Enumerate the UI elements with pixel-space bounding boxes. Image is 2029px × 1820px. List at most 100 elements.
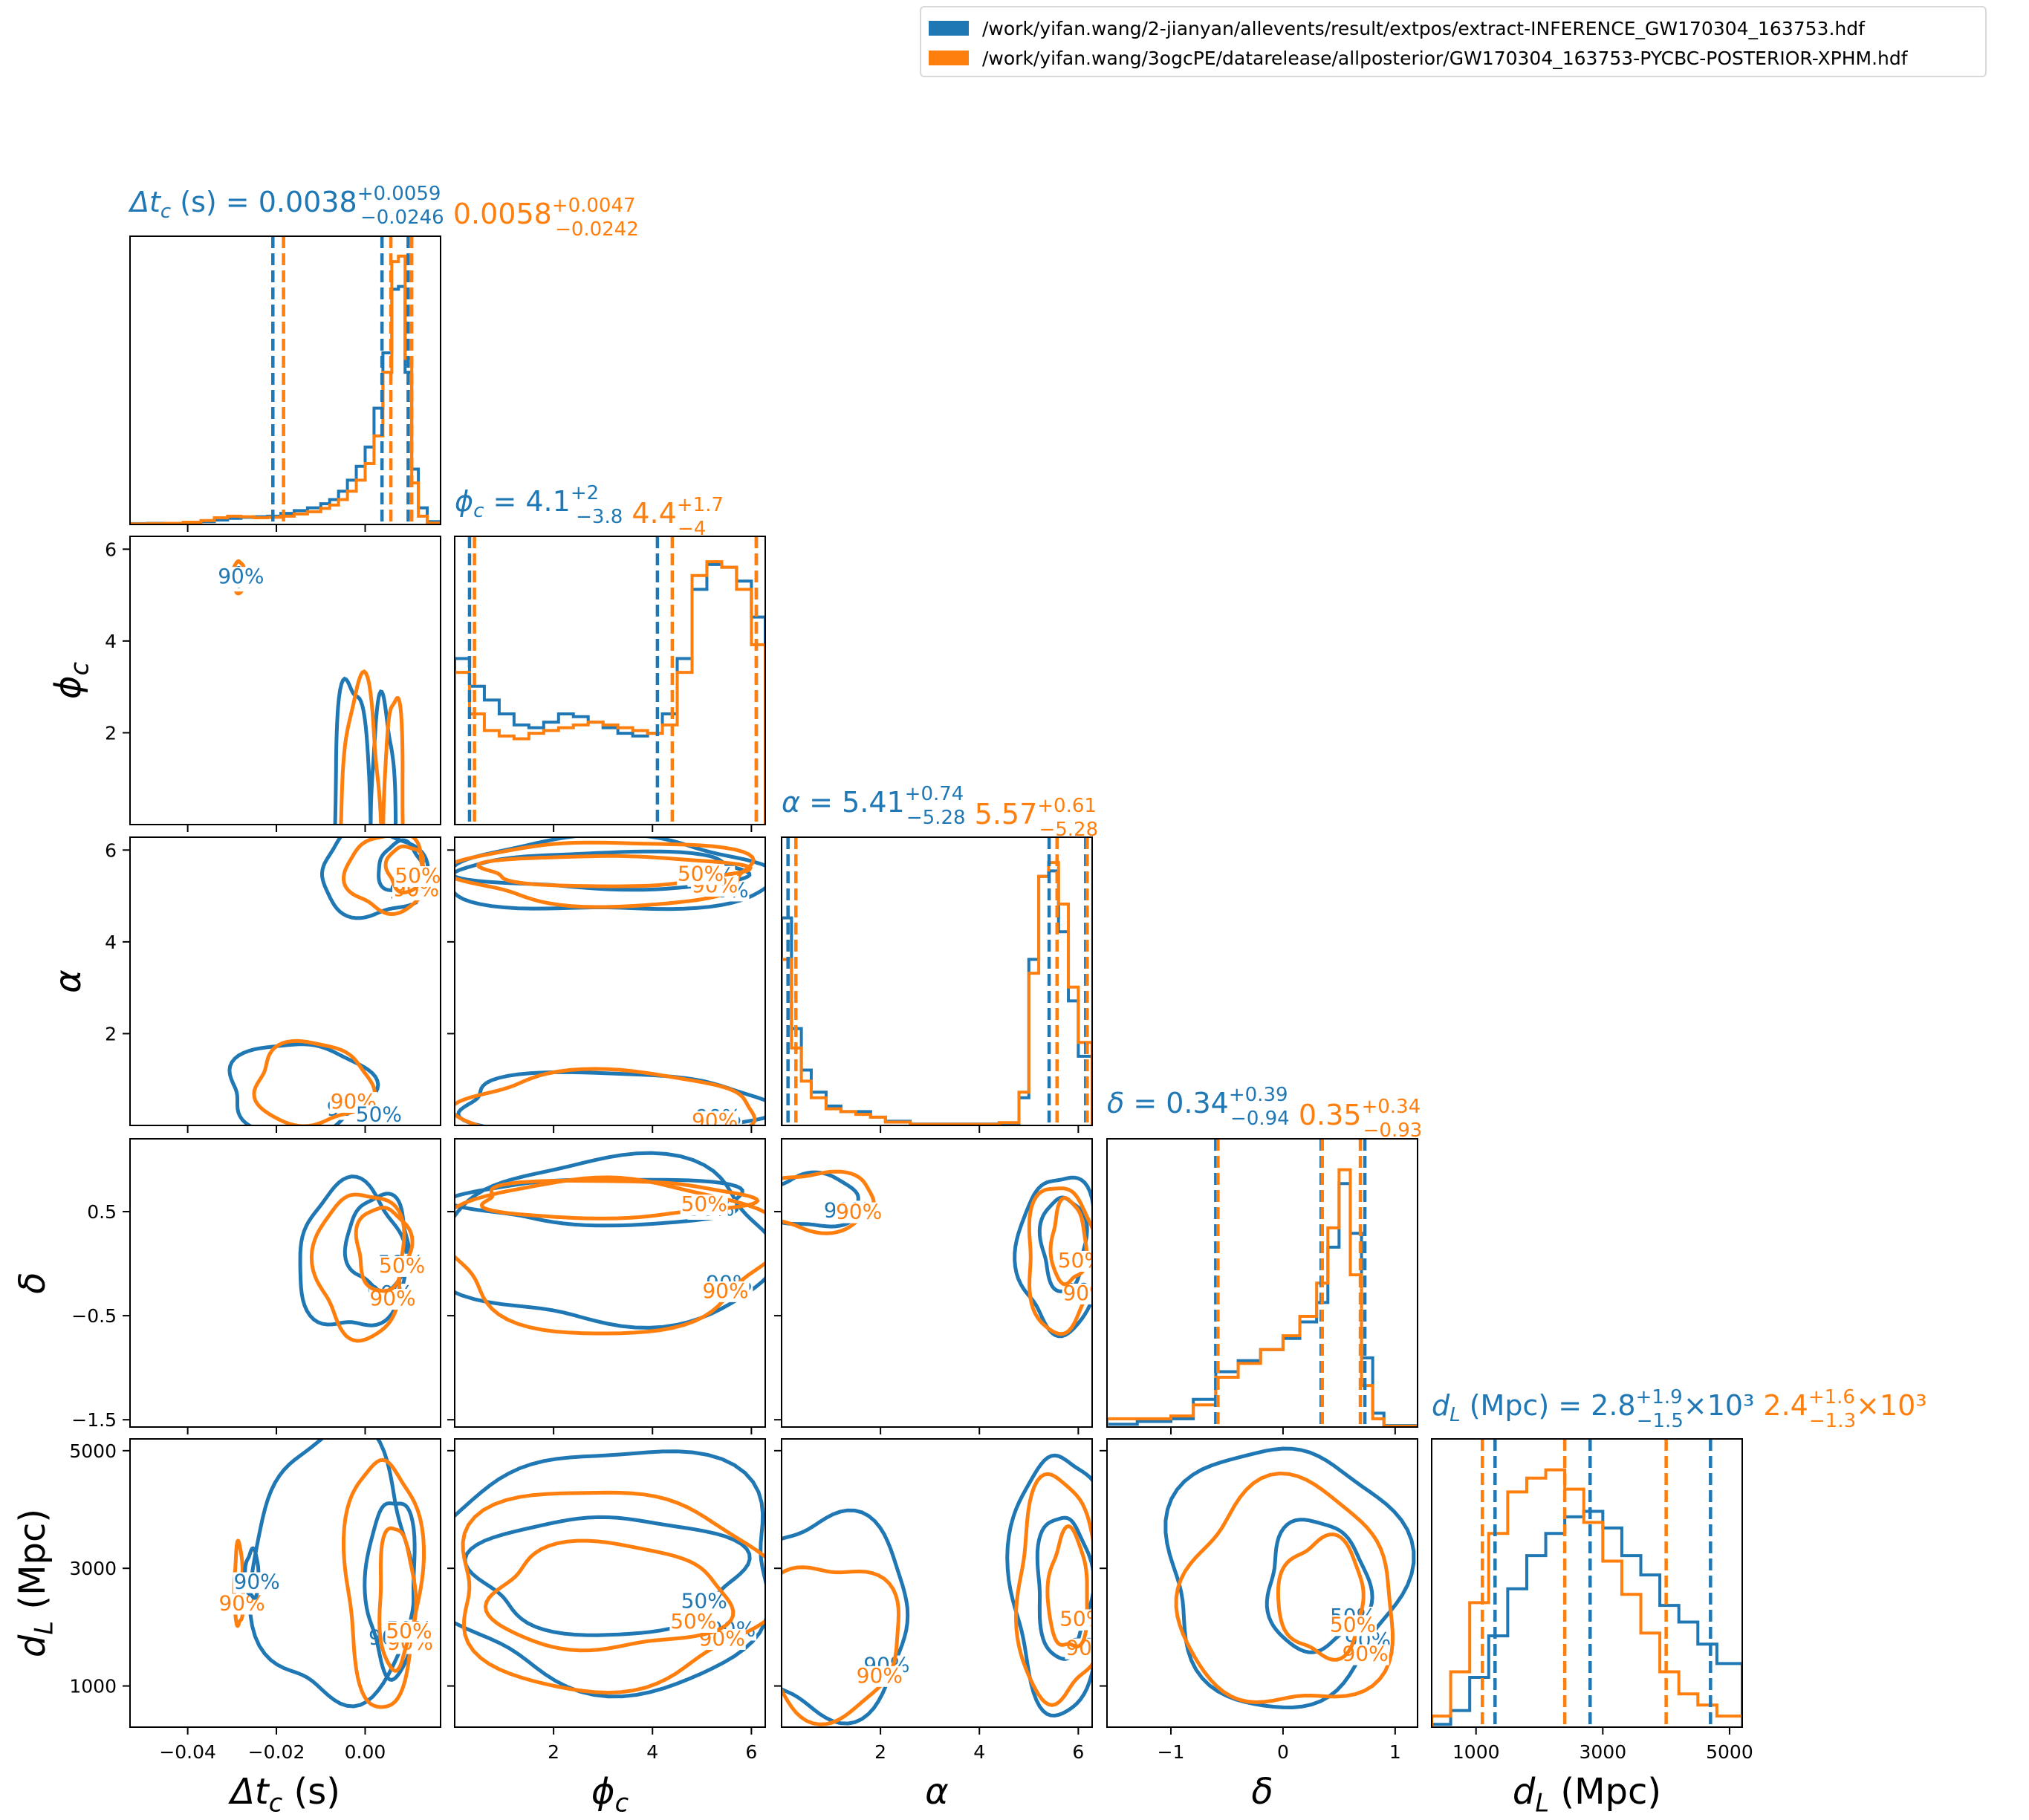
y-tick-label: 2 <box>105 722 117 744</box>
panel-2-2 <box>781 836 1093 1133</box>
y-axis-label-1: ϕc <box>48 662 94 699</box>
panel-4-3: 90%50%90%50%−101 <box>1100 1438 1418 1763</box>
contour-label-bg <box>680 1195 728 1216</box>
y-tick-label: 4 <box>105 932 117 953</box>
contour-label-bg <box>855 1665 903 1687</box>
panel-0-0 <box>129 235 441 532</box>
contour-50% <box>1048 1196 1089 1287</box>
x-axis-label-1: ϕc <box>591 1771 629 1818</box>
contour-label: 50% <box>395 863 441 888</box>
contour-label: 90% <box>1065 1636 1111 1660</box>
legend-entry-2: /work/yifan.wang/3ogcPE/datarelease/allp… <box>929 43 1908 73</box>
summary-title-2: α = 5.41+0.74−5.28 5.57+0.61−5.28 <box>782 783 1098 841</box>
histogram-series-2 <box>130 254 441 524</box>
legend-swatch-2 <box>929 51 969 65</box>
histogram-series-2 <box>1107 1168 1418 1427</box>
x-tick-label: 2 <box>548 1741 559 1763</box>
contour-label-bg <box>669 1611 718 1633</box>
panel-3-3 <box>1106 1138 1418 1434</box>
histogram-series-2 <box>455 560 765 825</box>
panel-frame <box>781 836 1093 1126</box>
contour-50% <box>455 1177 744 1228</box>
legend-entry-1: /work/yifan.wang/2-jianyan/allevents/res… <box>929 13 1865 43</box>
legend-swatch-1 <box>929 21 969 36</box>
svg-text:ϕc: ϕc <box>591 1771 629 1818</box>
contour-label-bg <box>835 1202 883 1223</box>
summary-title-1: ϕc = 4.1+2−3.8 4.4+1.7−4 <box>455 482 724 540</box>
x-tick-label: 3000 <box>1580 1741 1627 1763</box>
contour-label: 50% <box>386 1619 432 1643</box>
contour-label: 90% <box>702 1278 748 1303</box>
contour-label: 90% <box>692 1108 738 1133</box>
x-tick-label: 0.00 <box>345 1741 386 1763</box>
svg-text:δ: δ <box>12 1272 53 1293</box>
contour-label-bg <box>1065 1638 1092 1660</box>
x-tick-label: −0.04 <box>159 1741 216 1763</box>
contour-90% <box>227 1042 380 1125</box>
x-axis-label-4: dL (Mpc) <box>1513 1771 1661 1818</box>
contour-label: 50% <box>1059 1606 1106 1631</box>
panel-content: 90%50%90%50% <box>298 1174 426 1343</box>
svg-text:ϕc = 4.1+2−3.8 4.4+1.7−4: ϕc = 4.1+2−3.8 4.4+1.7−4 <box>455 482 724 540</box>
contour-label-bg <box>680 1591 728 1613</box>
y-tick-label: −1.5 <box>71 1409 117 1431</box>
contour-90% <box>1005 1453 1092 1718</box>
contour-label-bg <box>378 1255 426 1277</box>
panel-frame <box>129 1138 441 1428</box>
y-tick-label: −0.5 <box>71 1305 117 1327</box>
contour-90% <box>455 1175 765 1336</box>
panel-3-0: 90%50%90%50% 0.5 −0.5 −1.5 <box>71 1138 441 1434</box>
panel-frame <box>454 1438 766 1728</box>
panel-bg <box>1432 1439 1742 1727</box>
contour-label: 50% <box>1330 1612 1376 1637</box>
x-axis-label-0: Δtc (s) <box>227 1771 340 1818</box>
svg-text:dL (Mpc): dL (Mpc) <box>12 1509 59 1657</box>
panel-frame <box>454 1138 766 1428</box>
contour-50% <box>383 844 426 895</box>
contour-90% <box>252 1039 377 1125</box>
panel-frame <box>1106 1438 1418 1728</box>
y-tick-label: 6 <box>105 539 117 560</box>
panel-content: 90%50%90%50%90%90%50% <box>227 837 441 1127</box>
contour-90% <box>1027 1186 1092 1336</box>
panel-content <box>130 236 441 524</box>
panel-frame <box>129 235 441 525</box>
contour-label-bg <box>354 1105 403 1125</box>
y-tick-label: 6 <box>105 839 117 861</box>
svg-text:α: α <box>925 1771 949 1813</box>
contour-label-bg <box>1056 1250 1092 1272</box>
panel-1-1 <box>454 536 766 832</box>
panel-frame <box>781 1438 1093 1728</box>
panel-bg <box>455 1439 765 1727</box>
panel-content: 90%50%90%50% <box>455 1151 765 1336</box>
y-tick-label: 4 <box>105 631 117 652</box>
y-tick-label: 5000 <box>69 1440 117 1462</box>
contour-label: 50% <box>356 1102 402 1127</box>
contour-label-bg <box>218 1593 266 1615</box>
panel-content: 90%50%90%50%90%90% <box>782 1169 1104 1339</box>
contour-label: 50% <box>1058 1248 1104 1273</box>
contour-label-bg <box>217 567 265 588</box>
x-tick-label: 4 <box>973 1741 985 1763</box>
histogram-series-2 <box>1432 1468 1742 1727</box>
panel-bg <box>455 536 765 825</box>
contour-90% <box>342 1457 426 1709</box>
panel-content <box>782 837 1092 1125</box>
panel-3-2: 90%50%90%50%90%90% <box>774 1138 1104 1434</box>
y-tick-label: 1000 <box>69 1676 117 1697</box>
contour-50% <box>363 1501 417 1682</box>
y-axis-label-3: δ <box>12 1272 53 1293</box>
x-axis-label-2: α <box>925 1771 949 1813</box>
panel-frame <box>781 1138 1093 1428</box>
legend-label-2: /work/yifan.wang/3ogcPE/datarelease/allp… <box>982 47 1908 69</box>
contour-50% <box>1276 1532 1366 1662</box>
y-tick-label: 0.5 <box>87 1201 117 1223</box>
contour-label-bg <box>1059 1609 1092 1631</box>
panel-frame <box>129 536 441 825</box>
contour-90% <box>782 1565 901 1726</box>
contour-90% <box>1013 1175 1092 1339</box>
contour-label-bg <box>394 866 441 888</box>
contour-label-bg <box>1062 1284 1092 1305</box>
contour-label: 90% <box>234 1570 280 1594</box>
